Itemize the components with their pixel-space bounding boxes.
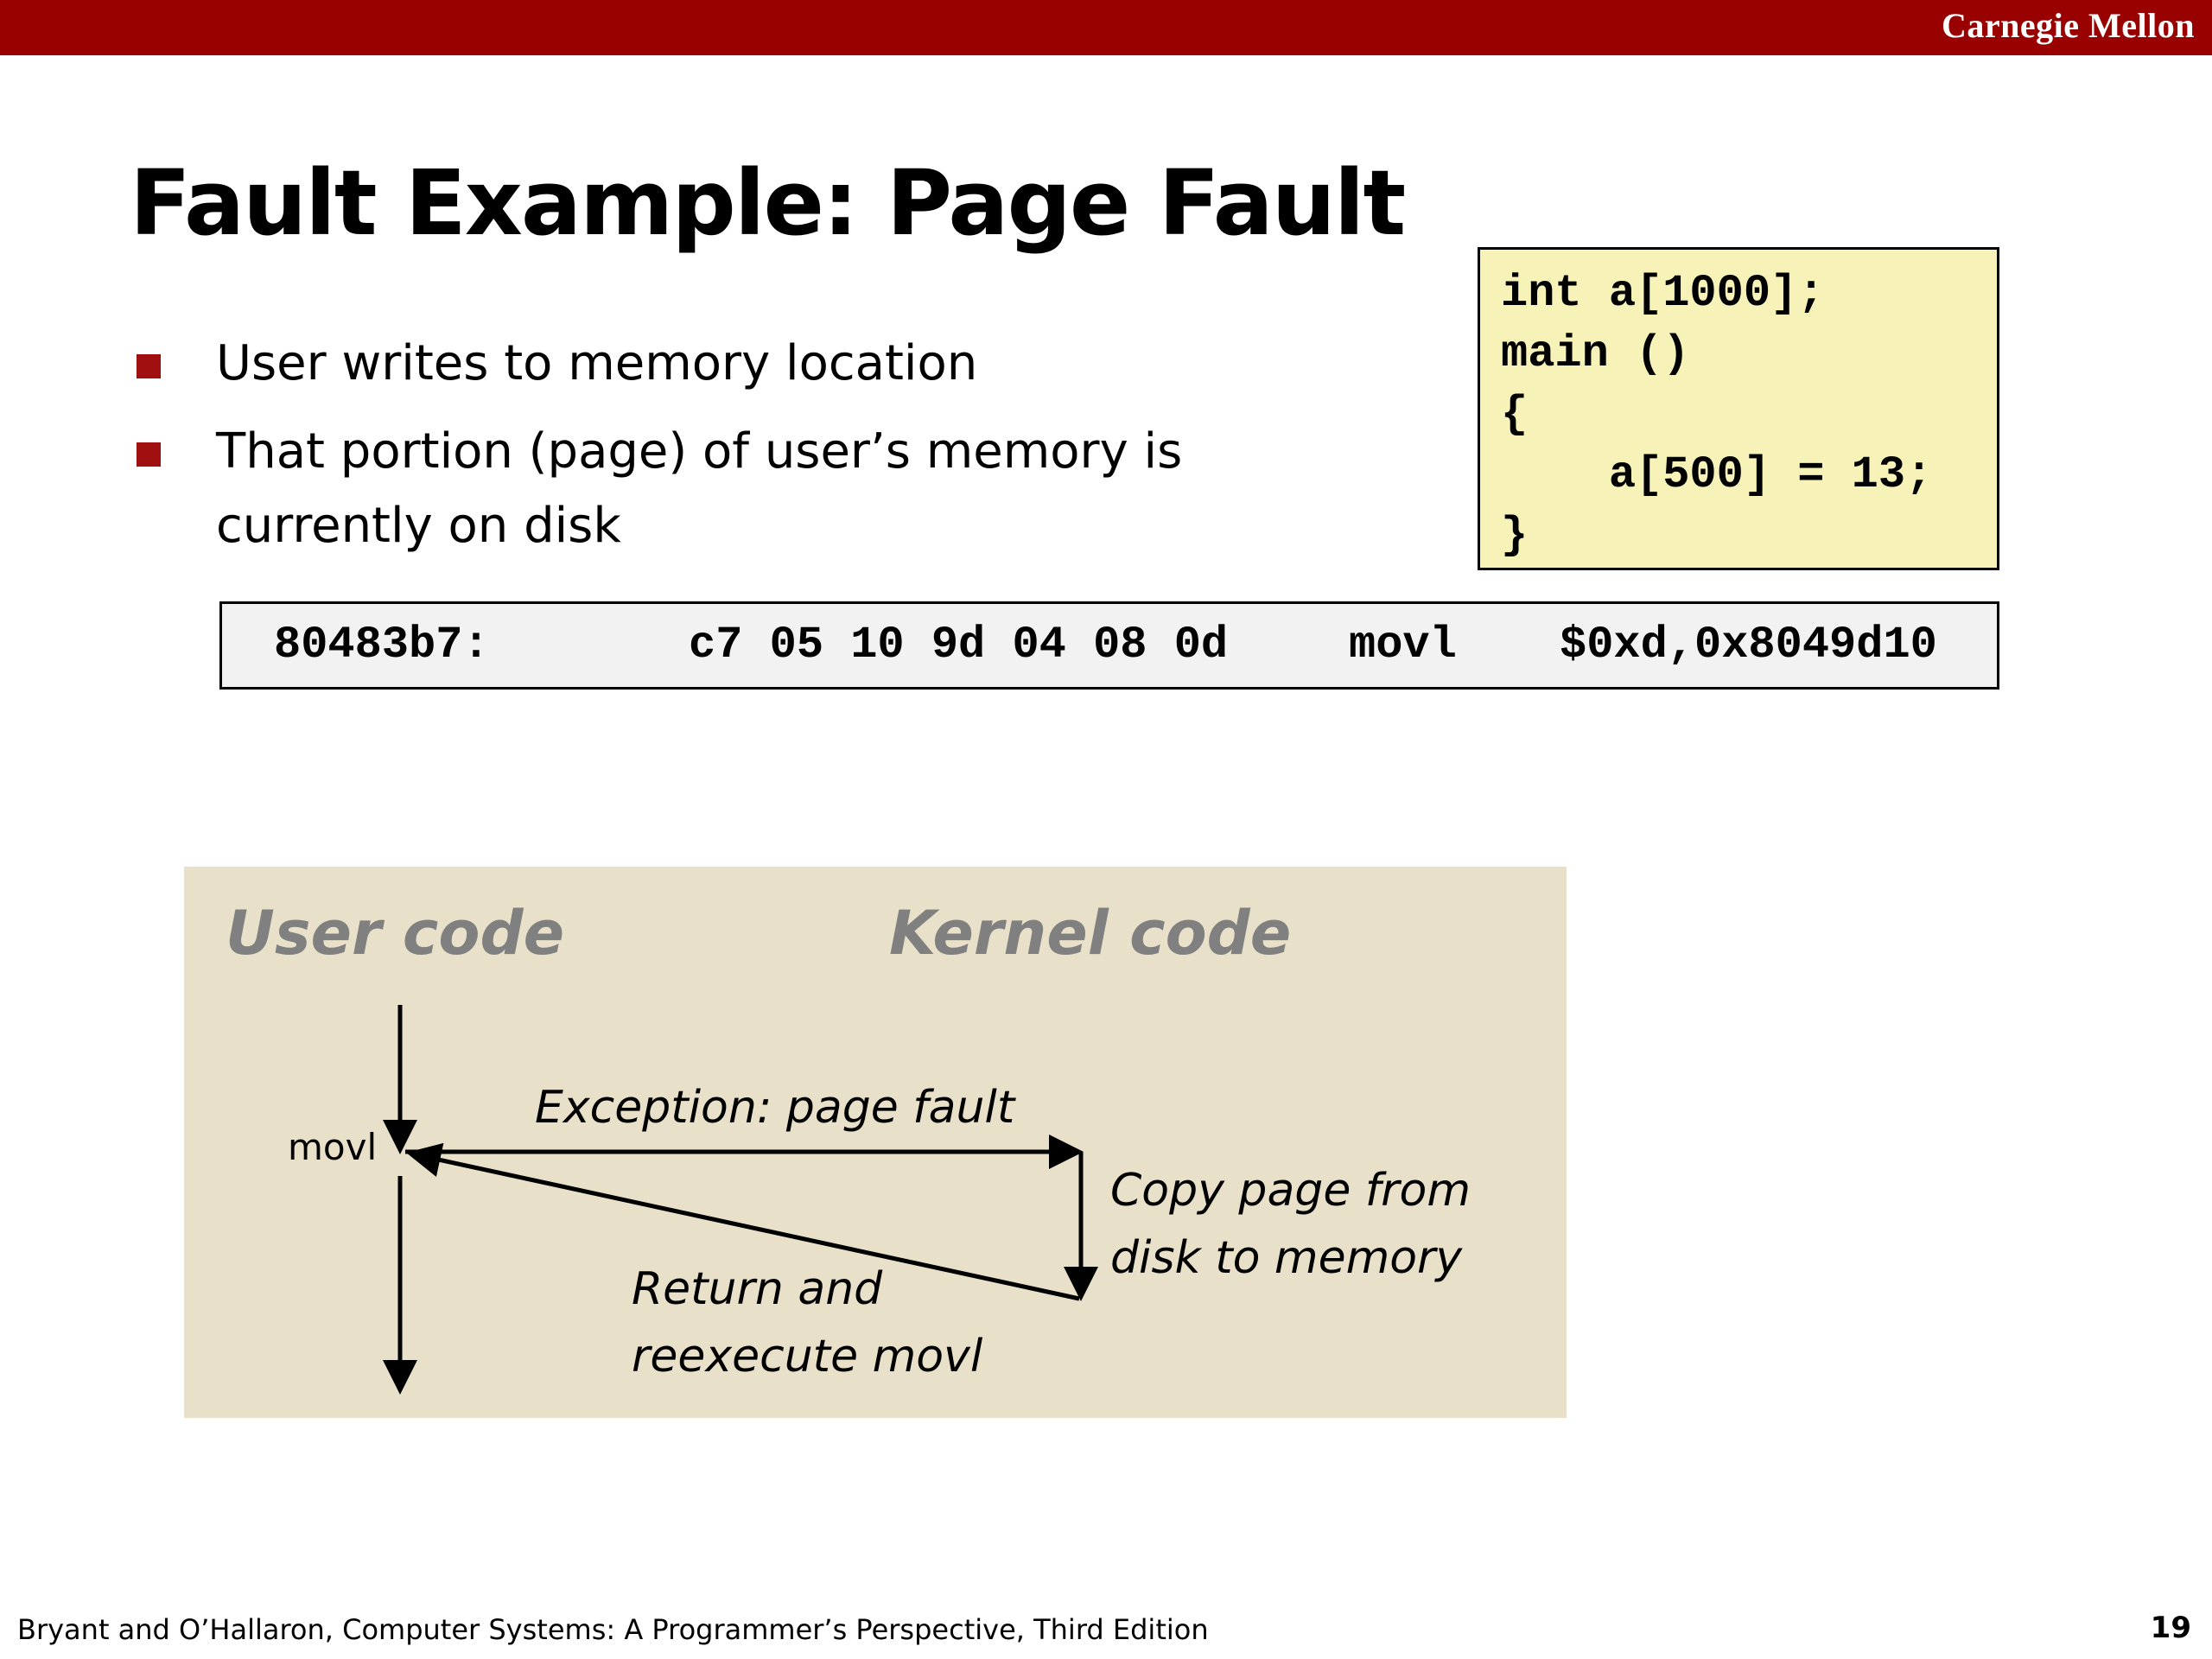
handler-label-line-1: Copy page from — [1110, 1165, 1471, 1217]
return-label-line-2: reexecute movl — [632, 1331, 983, 1382]
bullet-item: User writes to memory location — [130, 327, 1236, 401]
return-arrow — [406, 1142, 1080, 1301]
kernel-code-heading: Kernel code — [889, 898, 1292, 969]
code-line: { — [1501, 389, 1529, 440]
code-line: int a[1000]; — [1501, 268, 1825, 319]
square-bullet-icon — [137, 442, 161, 467]
handler-label-line-2: disk to memory — [1110, 1232, 1463, 1284]
c-code-box: int a[1000]; main () { a[500] = 13;} — [1478, 247, 1999, 570]
return-label-line-1: Return and — [632, 1263, 883, 1315]
header-bar: Carnegie Mellon — [0, 0, 2212, 55]
exception-label: Exception: page fault — [535, 1082, 1015, 1134]
footer-citation: Bryant and O’Hallaron, Computer Systems:… — [17, 1613, 1209, 1646]
slide-title: Fault Example: Page Fault — [130, 150, 1406, 256]
square-bullet-icon — [137, 354, 161, 378]
asm-address: 80483b7: — [274, 620, 490, 671]
brand-name: Carnegie Mellon — [1942, 6, 2195, 45]
control-flow-arrows — [383, 1005, 1098, 1395]
bullet-text: That portion (page) of user’s memory is … — [216, 423, 1183, 554]
bullet-text: User writes to memory location — [216, 335, 978, 391]
asm-bytes: c7 05 10 9d 04 08 0d — [689, 620, 1229, 671]
asm-mnemonic: movl — [1349, 620, 1457, 671]
assembly-line-box: 80483b7: c7 05 10 9d 04 08 0d movl $0xd,… — [219, 601, 1999, 690]
bullet-item: That portion (page) of user’s memory is … — [130, 415, 1236, 563]
code-line: a[500] = 13; — [1501, 449, 1933, 500]
user-code-heading: User code — [226, 898, 565, 969]
page-fault-diagram: User code Kernel code movl Exception: pa… — [184, 867, 1567, 1418]
code-line: } — [1501, 510, 1529, 561]
instruction-label: movl — [288, 1126, 378, 1168]
code-line: main () — [1501, 328, 1690, 379]
bullet-list: User writes to memory location That port… — [130, 327, 1236, 577]
page-number: 19 — [2150, 1611, 2191, 1645]
asm-operands: $0xd,0x8049d10 — [1560, 620, 1937, 671]
